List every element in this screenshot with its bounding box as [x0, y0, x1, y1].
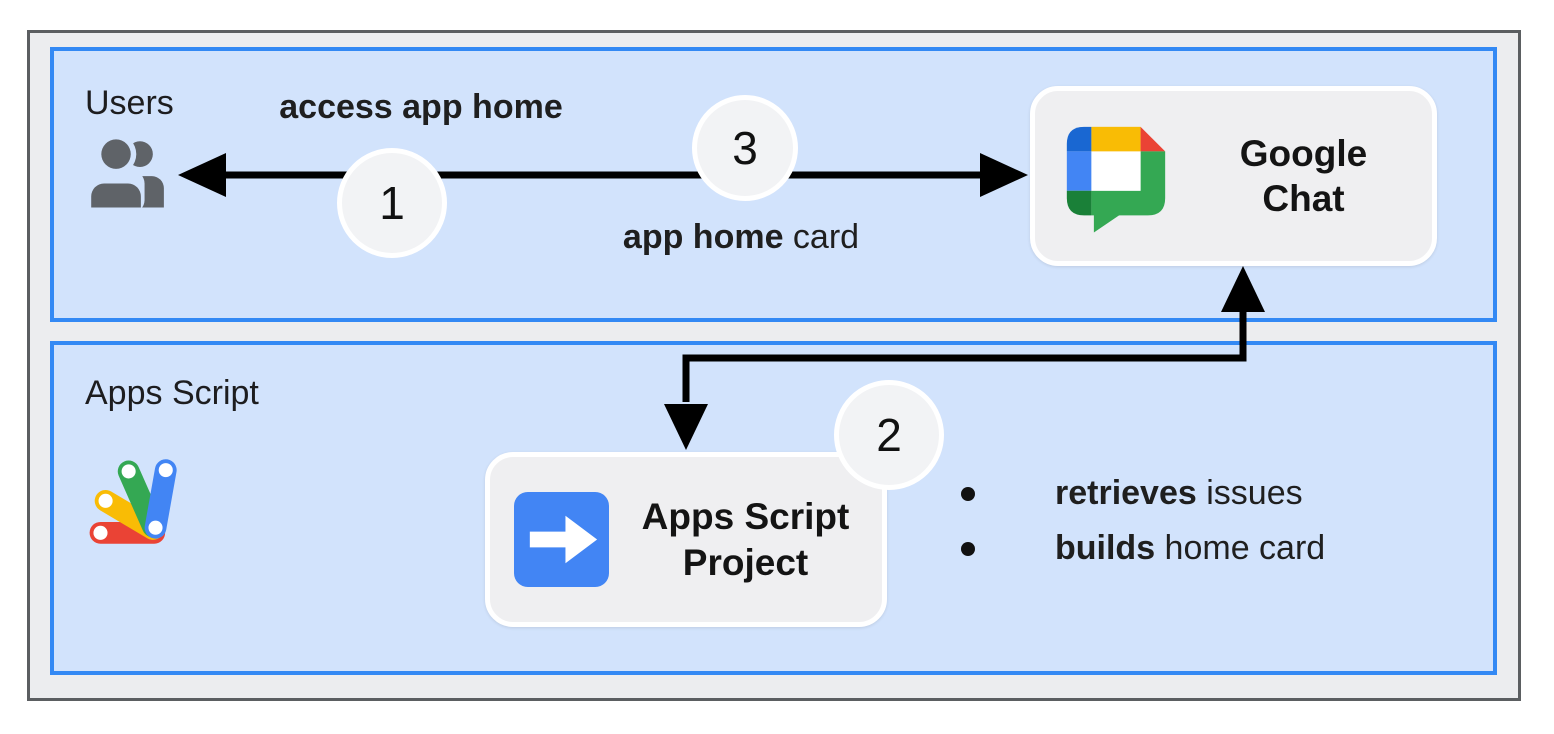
- app-home-card-bold: app home: [622, 218, 784, 256]
- users-panel-label: Users: [85, 84, 174, 122]
- bullet-builds-bold: builds: [1055, 529, 1156, 567]
- step-1-badge: 1: [337, 148, 447, 258]
- bullet-text-retrieves: retrieves issues: [1055, 474, 1303, 513]
- step-2-bullet-list: retrieves issues builds home card: [961, 466, 1325, 576]
- apps-script-logo-icon: [89, 459, 177, 544]
- step-2-badge: 2: [834, 380, 944, 490]
- access-app-home-text: access app home: [279, 88, 563, 126]
- bullet-dot-icon: [961, 541, 975, 556]
- google-chat-label-line1: Google: [1239, 132, 1368, 174]
- app-home-card-regular: card: [783, 218, 860, 256]
- google-chat-label-line2: Chat: [1262, 178, 1345, 219]
- apps-script-project-label: Apps Script Project: [609, 494, 882, 584]
- users-icon: [91, 139, 164, 208]
- google-chat-label: Google Chat: [1175, 131, 1432, 221]
- bullet-text-builds: builds home card: [1055, 529, 1325, 568]
- step-3-number: 3: [732, 122, 758, 174]
- step-3-badge: 3: [692, 95, 798, 201]
- google-chat-logo-icon: [1066, 126, 1166, 233]
- apps-script-project-node: Apps Script Project: [485, 452, 887, 627]
- access-app-home-label: access app home: [241, 88, 601, 127]
- arrow-right-icon: [514, 492, 609, 587]
- apps-script-panel-label: Apps Script: [85, 374, 259, 412]
- apps-script-project-label-line1: Apps Script: [641, 496, 850, 538]
- bullet-row-retrieves: retrieves issues: [961, 466, 1325, 521]
- apps-script-project-label-line2: Project: [682, 541, 809, 583]
- step-2-number: 2: [876, 409, 902, 461]
- app-home-card-label: app home card: [561, 218, 921, 257]
- step-1-number: 1: [379, 177, 405, 229]
- bullet-dot-icon: [961, 486, 975, 501]
- bullet-row-builds: builds home card: [961, 521, 1325, 576]
- bullet-builds-regular: home card: [1155, 529, 1326, 567]
- bullet-retrieves-bold: retrieves: [1055, 474, 1197, 512]
- google-chat-node: Google Chat: [1030, 86, 1437, 266]
- bullet-retrieves-regular: issues: [1196, 474, 1303, 512]
